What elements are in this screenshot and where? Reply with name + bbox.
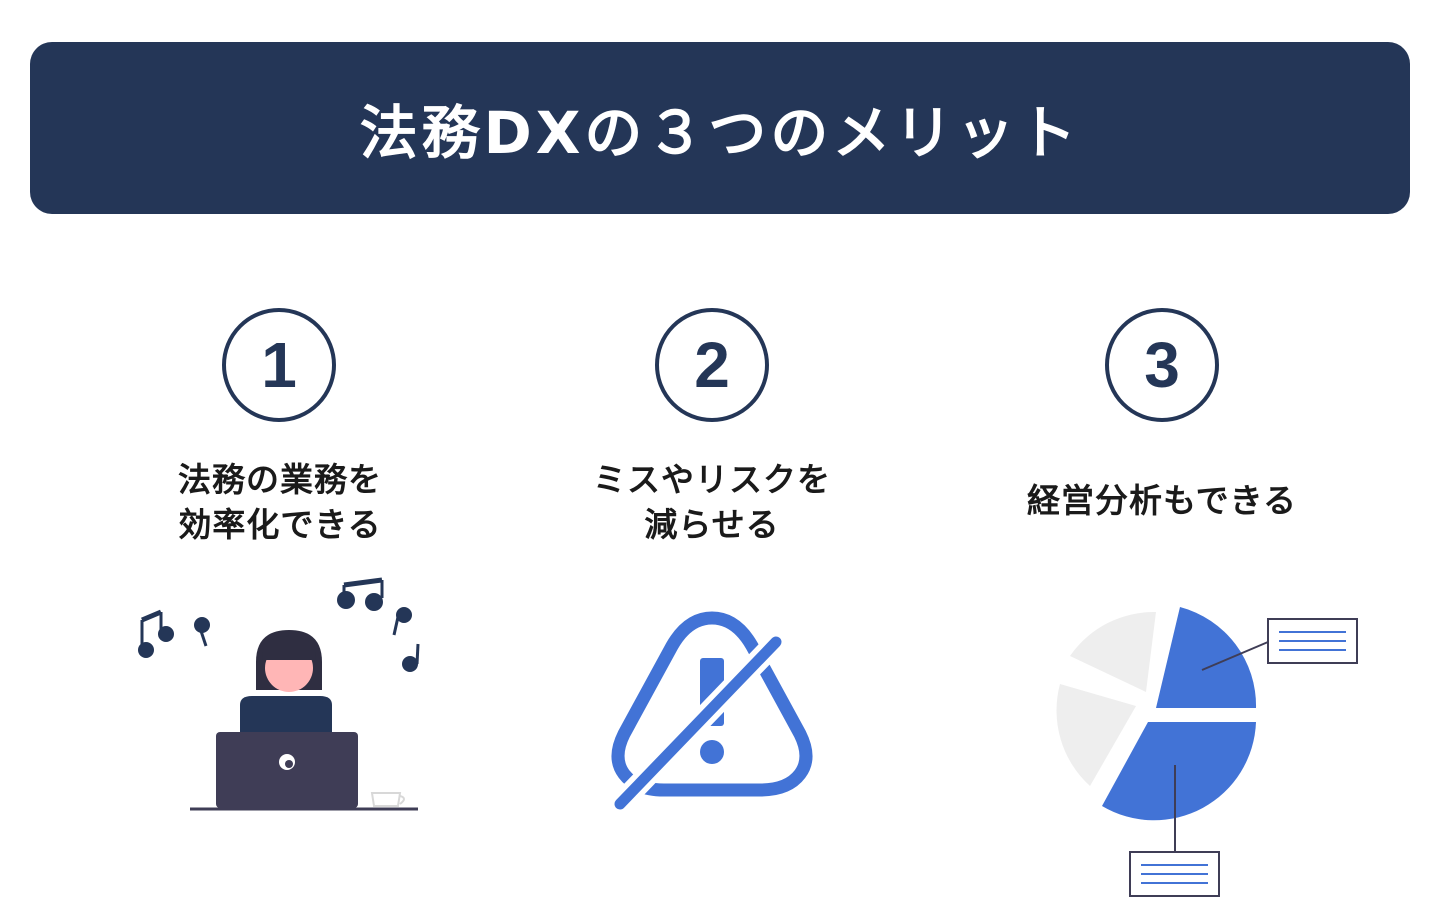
merit-1-number: 1 bbox=[222, 308, 336, 422]
title-banner: 法務DXの３つのメリット bbox=[30, 42, 1410, 214]
merit-2-label-line-1: ミスやリスクを bbox=[593, 460, 831, 499]
merit-1-label-line-1: 法務の業務を bbox=[178, 460, 382, 499]
merit-3-label: 経営分析もできる bbox=[962, 478, 1362, 523]
merit-3-label-line-1: 経営分析もできる bbox=[1026, 481, 1298, 520]
merit-1-label-line-2: 効率化できる bbox=[178, 505, 382, 544]
merit-1-label: 法務の業務を 効率化できる bbox=[80, 457, 480, 547]
merit-2-number: 2 bbox=[655, 308, 769, 422]
merit-2-label: ミスやリスクを 減らせる bbox=[512, 457, 912, 547]
merit-3-number: 3 bbox=[1105, 308, 1219, 422]
merit-2-label-line-2: 減らせる bbox=[644, 505, 780, 544]
page-title: 法務DXの３つのメリット bbox=[359, 99, 1081, 167]
